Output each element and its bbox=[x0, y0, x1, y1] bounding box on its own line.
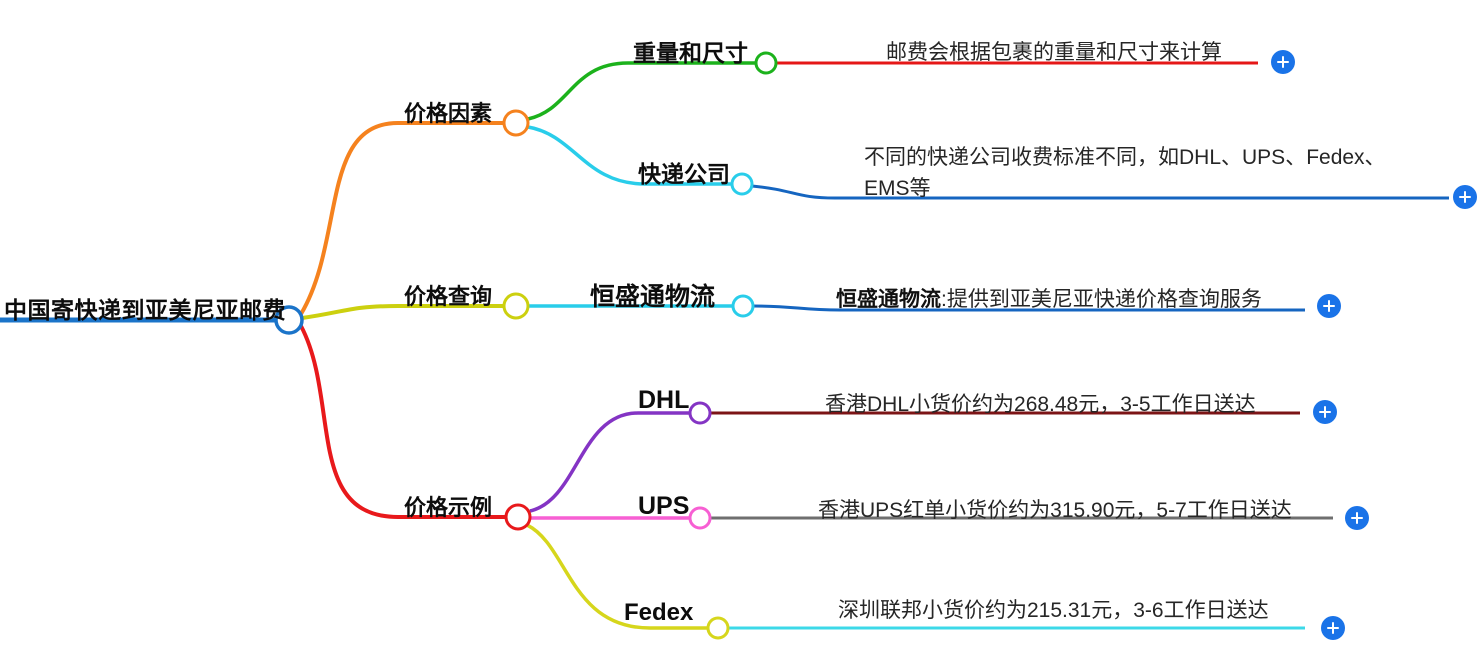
leaf-line-hst-note bbox=[752, 304, 1305, 312]
branch-line-company bbox=[527, 125, 732, 186]
node-toggle-ups[interactable] bbox=[688, 506, 712, 530]
note-hst[interactable]: 恒盛通物流:提供到亚美尼亚快递价格查询服务 bbox=[836, 283, 1262, 313]
node-toggle-dhl[interactable] bbox=[688, 401, 712, 425]
node-toggle-query[interactable] bbox=[502, 292, 530, 320]
leaf-line-company-note bbox=[751, 184, 1449, 200]
node-toggle-root[interactable] bbox=[274, 305, 304, 335]
add-node-button-ups[interactable] bbox=[1345, 506, 1369, 530]
node-label-examples[interactable]: 价格示例 bbox=[404, 495, 493, 520]
branch-line-examples bbox=[299, 325, 506, 519]
node-label-weight[interactable]: 重量和尺寸 bbox=[633, 40, 748, 66]
branch-line-factors bbox=[299, 121, 504, 316]
plus-icon bbox=[1321, 616, 1345, 640]
plus-icon bbox=[1345, 506, 1369, 530]
node-label-hst[interactable]: 恒盛通物流 bbox=[590, 283, 716, 311]
root-node-label[interactable]: 中国寄快递到亚美尼亚邮费 bbox=[4, 297, 286, 323]
node-label-query[interactable]: 价格查询 bbox=[404, 284, 493, 309]
node-label-fedex[interactable]: Fedex bbox=[624, 599, 694, 626]
node-label-company[interactable]: 快递公司 bbox=[638, 161, 730, 187]
node-toggle-company[interactable] bbox=[730, 172, 754, 196]
add-node-button-dhl[interactable] bbox=[1313, 400, 1337, 424]
add-node-button-hst[interactable] bbox=[1317, 294, 1341, 318]
node-toggle-examples[interactable] bbox=[504, 503, 532, 531]
branch-line-weight bbox=[527, 61, 755, 121]
plus-icon bbox=[1453, 185, 1477, 209]
add-node-button-weight[interactable] bbox=[1271, 50, 1295, 74]
branch-line-fedex bbox=[526, 523, 708, 630]
note-ups[interactable]: 香港UPS红单小货价约为315.90元，5-7工作日送达 bbox=[818, 499, 1292, 522]
note-company[interactable]: 不同的快递公司收费标准不同，如DHL、UPS、Fedex、 EMS等 bbox=[864, 146, 1386, 200]
node-label-factors[interactable]: 价格因素 bbox=[404, 101, 493, 126]
node-toggle-hst[interactable] bbox=[731, 294, 755, 318]
add-node-button-company[interactable] bbox=[1453, 185, 1477, 209]
note-hst-brand: 恒盛通物流 bbox=[836, 288, 941, 311]
branch-line-dhl bbox=[529, 411, 690, 513]
note-weight[interactable]: 邮费会根据包裹的重量和尺寸来计算 bbox=[886, 41, 1222, 64]
plus-icon bbox=[1313, 400, 1337, 424]
node-toggle-factors[interactable] bbox=[502, 109, 530, 137]
note-hst-text: :提供到亚美尼亚快递价格查询服务 bbox=[941, 288, 1262, 311]
node-label-dhl[interactable]: DHL bbox=[638, 386, 690, 414]
node-toggle-fedex[interactable] bbox=[706, 616, 730, 640]
node-label-ups[interactable]: UPS bbox=[638, 492, 690, 520]
branch-line-query bbox=[301, 304, 504, 320]
note-dhl[interactable]: 香港DHL小货价约为268.48元，3-5工作日送达 bbox=[825, 393, 1256, 416]
note-fedex[interactable]: 深圳联邦小货价约为215.31元，3-6工作日送达 bbox=[838, 599, 1269, 622]
add-node-button-fedex[interactable] bbox=[1321, 616, 1345, 640]
plus-icon bbox=[1317, 294, 1341, 318]
plus-icon bbox=[1271, 50, 1295, 74]
node-toggle-weight[interactable] bbox=[754, 51, 778, 75]
